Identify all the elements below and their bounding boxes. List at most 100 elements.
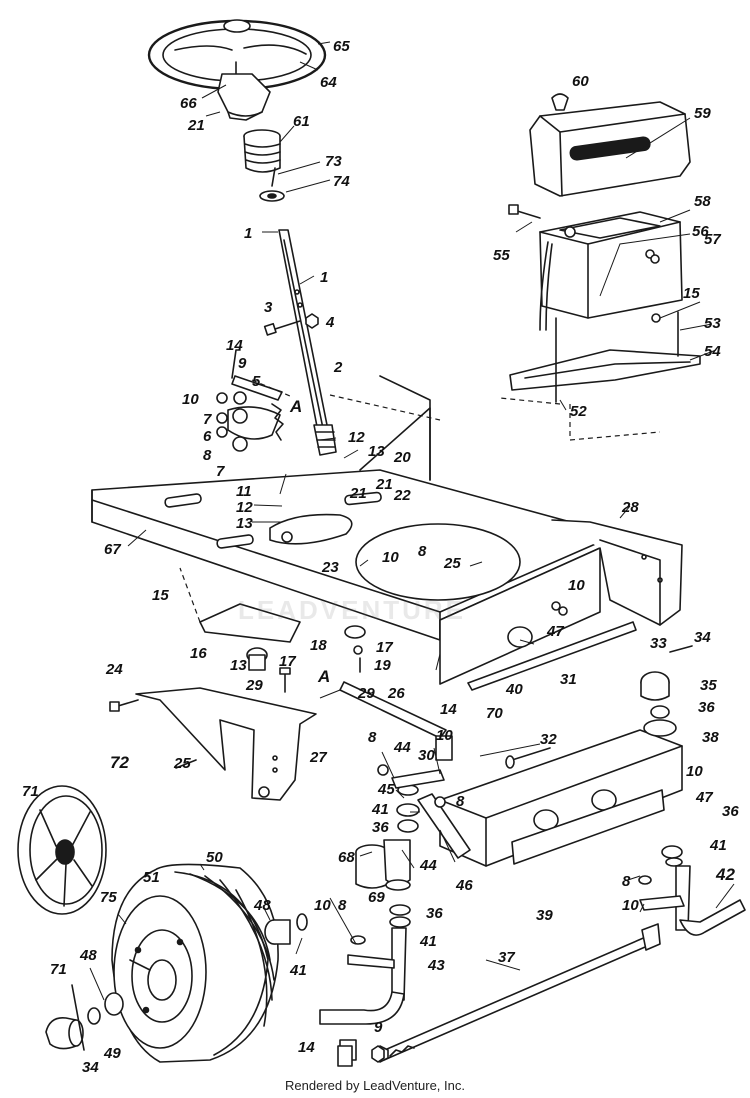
callout-label: 46 bbox=[455, 877, 473, 894]
callout-label: 23 bbox=[321, 559, 339, 576]
callout-label: 65 bbox=[333, 38, 350, 55]
main-frame bbox=[91, 375, 601, 641]
callout-label: 8 bbox=[418, 543, 427, 560]
callout-label: 38 bbox=[702, 729, 719, 746]
callout-label: 14 bbox=[440, 701, 457, 718]
callout-label: 4 bbox=[325, 314, 335, 331]
callout-label: 55 bbox=[493, 247, 510, 264]
callout-label: 59 bbox=[694, 105, 711, 122]
callout-label: 24 bbox=[105, 661, 123, 678]
callout-label: 58 bbox=[694, 193, 711, 210]
wheel-bushing bbox=[104, 913, 308, 1016]
callout-label: 36 bbox=[426, 905, 443, 922]
callout-label: 61 bbox=[293, 113, 310, 130]
callout-label: 29 bbox=[357, 685, 375, 702]
callout-label: 7 bbox=[203, 411, 212, 428]
callout-label: 10 bbox=[382, 549, 399, 566]
callout-label: 64 bbox=[320, 74, 337, 91]
callout-label: 53 bbox=[704, 315, 721, 332]
bushing bbox=[259, 167, 285, 202]
hubcap bbox=[17, 785, 107, 915]
callout-label: 31 bbox=[560, 671, 577, 688]
spindle-bushing-68 bbox=[355, 839, 411, 891]
callout-label: 41 bbox=[371, 801, 389, 818]
callout-label: 13 bbox=[230, 657, 247, 674]
front-axle bbox=[439, 719, 683, 867]
callout-label: 36 bbox=[372, 819, 389, 836]
callout-label: 44 bbox=[419, 857, 437, 874]
callout-label: 37 bbox=[498, 949, 515, 966]
steering-wheel bbox=[147, 19, 327, 121]
callout-label: 25 bbox=[173, 755, 191, 772]
callout-label: 10 bbox=[622, 897, 639, 914]
callout-label: 57 bbox=[704, 231, 721, 248]
bracket-27 bbox=[109, 687, 317, 801]
callout-label: 27 bbox=[309, 749, 327, 766]
callout-label: 2 bbox=[333, 359, 343, 376]
callout-label: 5 bbox=[252, 373, 261, 390]
callout-label: 19 bbox=[374, 657, 391, 674]
callout-label: 32 bbox=[540, 731, 557, 748]
watermark: LEADVENTURE bbox=[238, 595, 467, 625]
left-spindle bbox=[319, 904, 411, 1025]
callout-label: 10 bbox=[568, 577, 585, 594]
callout-label: 29 bbox=[245, 677, 263, 694]
frame-side-plate bbox=[439, 519, 683, 685]
left-spindle-stack bbox=[377, 764, 471, 859]
callout-label: 72 bbox=[110, 753, 129, 772]
callout-label: 47 bbox=[546, 623, 564, 640]
callout-label: A bbox=[317, 667, 330, 686]
callout-label: 45 bbox=[377, 781, 395, 798]
callout-label: 60 bbox=[572, 73, 589, 90]
callout-label: 3 bbox=[264, 299, 273, 316]
callout-label: 9 bbox=[374, 1019, 383, 1036]
tie-rod bbox=[339, 923, 661, 1063]
callout-label: 25 bbox=[443, 555, 461, 572]
callout-label: 26 bbox=[387, 685, 405, 702]
axle-rod bbox=[467, 621, 637, 691]
callout-label: 52 bbox=[570, 403, 587, 420]
callout-label: 41 bbox=[709, 837, 727, 854]
lower-hardware bbox=[337, 1045, 385, 1067]
callout-label: 41 bbox=[289, 962, 307, 979]
callout-label: 1 bbox=[244, 225, 252, 242]
callout-label: 74 bbox=[333, 173, 350, 190]
battery bbox=[508, 204, 683, 331]
callout-label: 43 bbox=[427, 957, 445, 974]
callout-label: 13 bbox=[236, 515, 253, 532]
callout-label: 36 bbox=[698, 699, 715, 716]
callout-label: 8 bbox=[203, 447, 212, 464]
callout-label: 15 bbox=[152, 587, 169, 604]
callout-label: 28 bbox=[621, 499, 639, 516]
battery-cover bbox=[529, 93, 691, 197]
callout-label: 9 bbox=[238, 355, 247, 372]
right-spindle bbox=[638, 845, 746, 936]
callout-label: 1 bbox=[320, 269, 328, 286]
callout-label: 21 bbox=[349, 485, 367, 502]
callout-label: 33 bbox=[650, 635, 667, 652]
credit-footer: Rendered by LeadVenture, Inc. bbox=[285, 1078, 465, 1093]
callout-label: 56 bbox=[692, 223, 709, 240]
callout-label: 69 bbox=[368, 889, 385, 906]
callout-label: 54 bbox=[704, 343, 721, 360]
callout-label: 10 bbox=[314, 897, 331, 914]
callout-label: 35 bbox=[700, 677, 717, 694]
callout-label: 10 bbox=[182, 391, 199, 408]
callout-label: 47 bbox=[695, 789, 713, 806]
callout-label: 40 bbox=[505, 681, 523, 698]
callout-labels: 65 64 66 21 61 73 74 1 1 3 4 14 9 5 2 10… bbox=[22, 38, 739, 1076]
callout-label: 71 bbox=[50, 961, 67, 978]
callout-label: 18 bbox=[310, 637, 327, 654]
callout-label: 16 bbox=[190, 645, 207, 662]
callout-label: 39 bbox=[536, 907, 553, 924]
callout-label: 10 bbox=[686, 763, 703, 780]
front-wheel bbox=[111, 863, 279, 1063]
callout-label: 8 bbox=[338, 897, 347, 914]
callout-label: 8 bbox=[368, 729, 377, 746]
steering-gear bbox=[216, 349, 291, 452]
callout-label: 73 bbox=[325, 153, 342, 170]
callout-label: 11 bbox=[236, 483, 252, 500]
callout-label: 14 bbox=[298, 1039, 315, 1056]
axle-cap bbox=[45, 984, 101, 1051]
